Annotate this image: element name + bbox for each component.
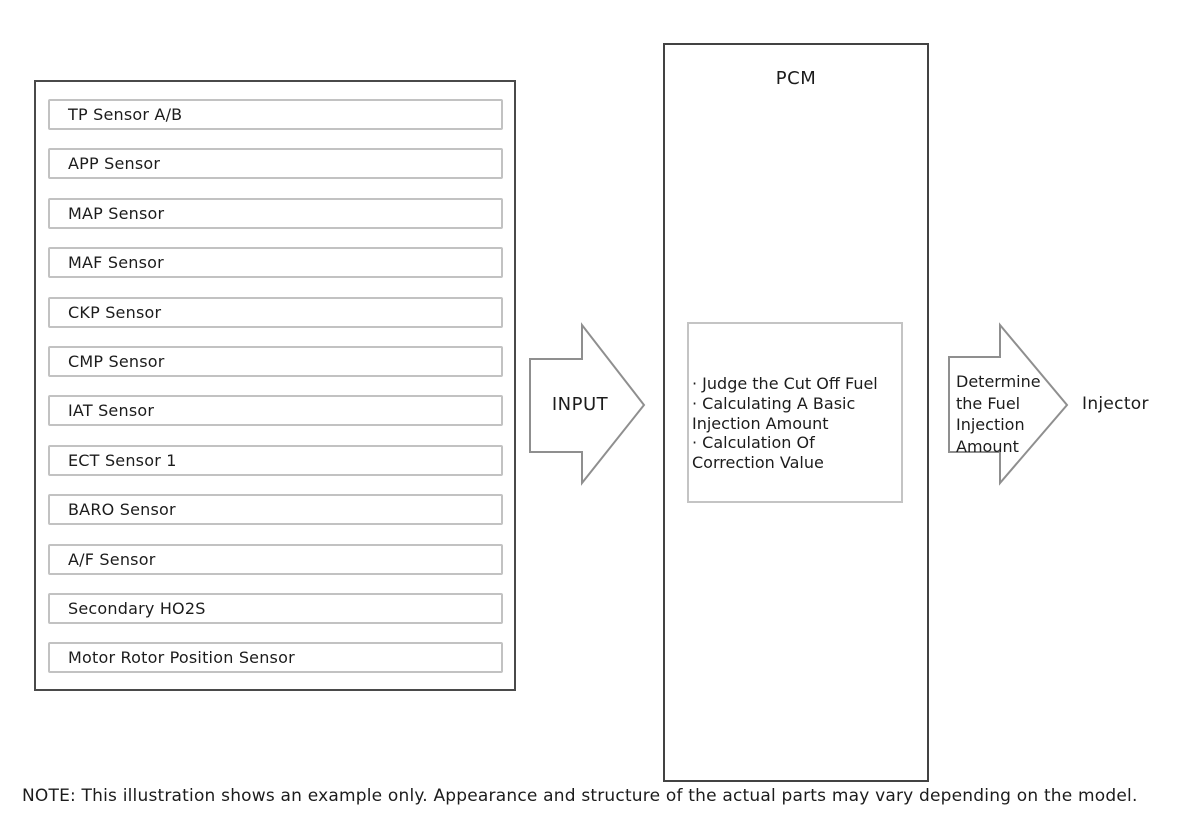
sensor-box-ckp: CKP Sensor	[48, 296, 503, 328]
sensor-box-baro: BARO Sensor	[48, 494, 503, 526]
sensor-box-secondary-ho2s: Secondary HO2S	[48, 592, 503, 624]
pcm-task-line: · Calculation Of	[692, 433, 815, 453]
sensor-box-tp: TP Sensor A/B	[48, 99, 503, 130]
sensor-box-af: A/F Sensor	[48, 543, 503, 575]
sensor-box-cmp: CMP Sensor	[48, 345, 503, 377]
sensor-box-map: MAP Sensor	[48, 197, 503, 229]
sensor-box-ect: ECT Sensor 1	[48, 444, 503, 476]
pcm-title: PCM	[775, 68, 817, 89]
output-arrow-label-line: the Fuel	[956, 393, 1021, 413]
input-arrow-icon	[529, 322, 646, 486]
output-arrow-label-line: Amount	[956, 436, 1019, 456]
output-arrow-label-line: Determine	[956, 372, 1041, 391]
sensor-input-panel: TP Sensor A/B APP Sensor MAP Sensor MAF …	[34, 80, 516, 691]
sensor-box-app: APP Sensor	[48, 148, 503, 180]
output-arrow-icon	[948, 322, 1069, 486]
output-arrow-label-line: Injection	[956, 415, 1025, 434]
pcm-task-line: Injection Amount	[692, 413, 829, 433]
input-arrow-label: INPUT	[551, 394, 609, 415]
note-text: NOTE: This illustration shows an example…	[22, 786, 1138, 806]
sensor-box-maf: MAF Sensor	[48, 247, 503, 279]
injector-label: Injector	[1082, 394, 1149, 414]
pcm-task-list: · Judge the Cut Off Fuel · Calculating A…	[692, 374, 904, 473]
pcm-task-line: Correction Value	[692, 453, 824, 473]
sensor-box-motor-rotor-position: Motor Rotor Position Sensor	[48, 642, 503, 674]
pcm-task-line: · Judge the Cut Off Fuel	[692, 374, 878, 393]
pcm-process-box	[687, 322, 903, 503]
output-arrow-label: Determine the Fuel Injection Amount	[956, 371, 1066, 457]
pcm-task-line: · Calculating A Basic	[692, 393, 856, 413]
sensor-box-iat: IAT Sensor	[48, 395, 503, 427]
